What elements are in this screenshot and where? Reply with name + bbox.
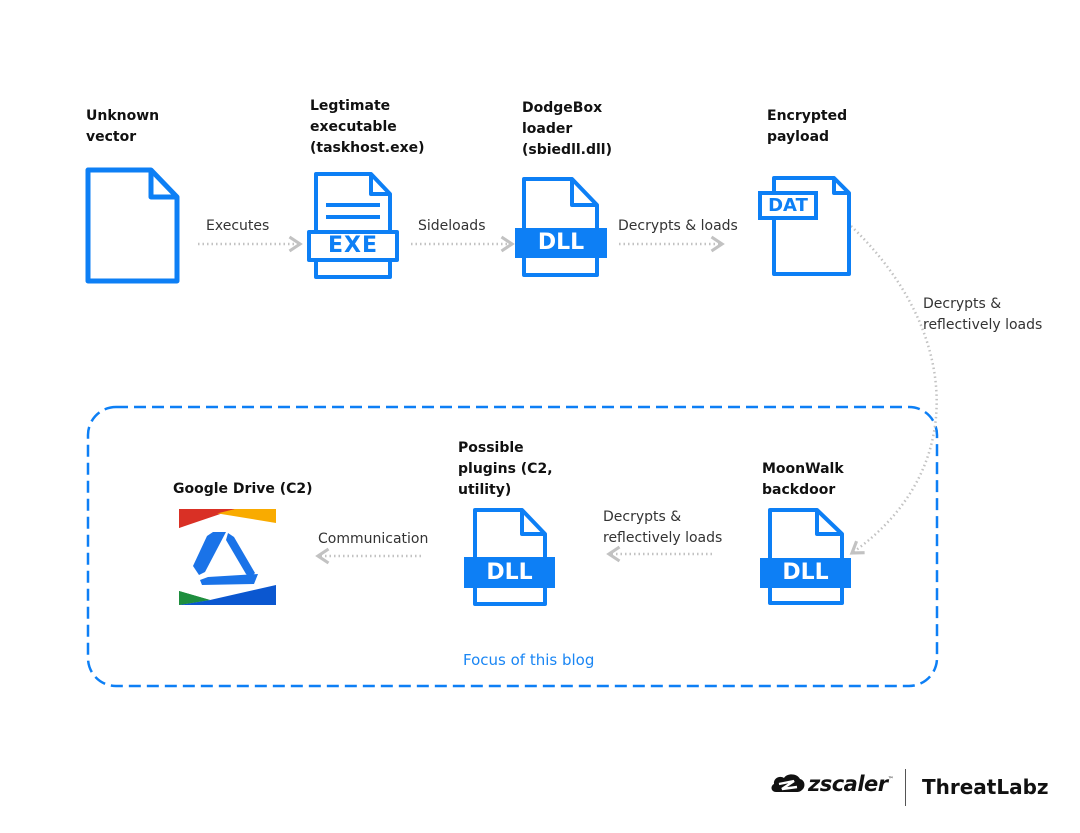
edge-label-sideloads: Sideloads xyxy=(418,218,486,234)
exe-file-icon xyxy=(307,172,399,279)
dll-file-icon xyxy=(760,508,851,605)
zscaler-cloud-icon xyxy=(771,774,805,792)
edge-label-decrypts-loads: Decrypts & loads xyxy=(618,218,738,234)
node-title-possible-plugins: Possible plugins (C2, utility) xyxy=(458,440,553,498)
dll-badge-text: DLL xyxy=(486,560,533,585)
brand-divider xyxy=(905,769,906,806)
focus-region-label: Focus of this blog xyxy=(463,651,595,669)
node-title-unknown-vector: Unknown vector xyxy=(86,108,160,145)
blank-file-icon xyxy=(85,167,180,284)
node-title-encrypted-payload: Encrypted payload xyxy=(767,108,848,145)
trademark-mark: ™ xyxy=(887,775,894,783)
zscaler-logo: zscaler ™ xyxy=(770,772,894,796)
node-title-legit-executable: Legtimate executable (taskhost.exe) xyxy=(310,98,425,156)
edge-label-decrypts-reflectively-loads-lower: Decrypts & reflectively loads xyxy=(603,509,723,546)
dat-file-icon xyxy=(758,176,851,276)
dll-file-icon xyxy=(464,508,555,606)
dll-file-icon xyxy=(515,177,607,277)
focus-region-box xyxy=(86,405,939,688)
google-drive-icon xyxy=(179,509,276,605)
exe-badge-text: EXE xyxy=(327,233,379,258)
zscaler-wordmark: zscaler xyxy=(808,772,888,796)
dll-badge-text: DLL xyxy=(537,230,585,255)
edge-label-decrypts-reflectively-loads-upper: Decrypts & reflectively loads xyxy=(923,296,1043,333)
dll-badge-text: DLL xyxy=(782,560,829,585)
edge-label-executes: Executes xyxy=(206,218,270,234)
node-title-moonwalk-backdoor: MoonWalk backdoor xyxy=(762,461,844,498)
threatlabz-wordmark: ThreatLabz xyxy=(922,775,1049,799)
dat-badge-text: DAT xyxy=(768,195,808,216)
edge-reflective-load-curve-arrow xyxy=(849,225,938,555)
node-title-dodgebox-loader: DodgeBox loader (sbiedll.dll) xyxy=(522,100,613,158)
edge-label-communication: Communication xyxy=(318,531,429,547)
node-title-google-drive: Google Drive (C2) xyxy=(173,481,313,497)
